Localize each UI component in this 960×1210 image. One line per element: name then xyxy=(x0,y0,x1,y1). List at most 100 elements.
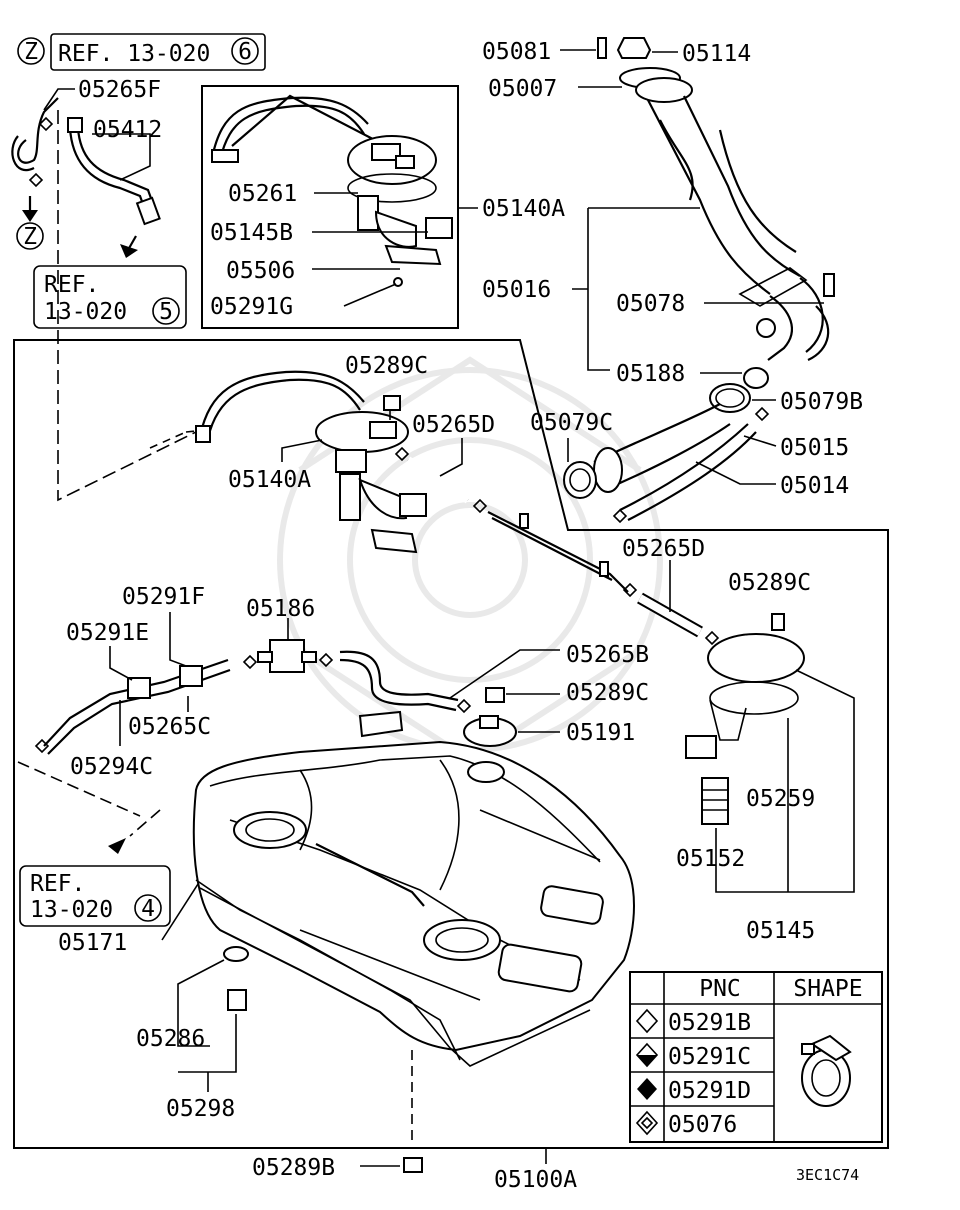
vapor-line-05265c xyxy=(34,654,258,755)
valve-05186 xyxy=(257,618,334,673)
nut-05289c-c xyxy=(485,687,560,703)
label-05016: 05016 xyxy=(482,277,551,303)
ref-5-callout: REF. 13-020 5 xyxy=(33,265,187,329)
filler-hose-05015 xyxy=(593,403,770,524)
legend-header-shape: SHAPE xyxy=(793,976,862,1002)
ref-z-top-callout: Z REF. 13-020 6 xyxy=(17,33,266,71)
label-05298: 05298 xyxy=(166,1096,235,1122)
filler-neck-brackets xyxy=(572,207,700,371)
label-05261: 05261 xyxy=(228,181,297,207)
pipe-clip-b xyxy=(599,561,609,577)
label-05286: 05286 xyxy=(136,1026,205,1052)
hose-05265d-a xyxy=(394,438,488,514)
label-05140a-top: 05140A xyxy=(482,196,565,222)
label-05145: 05145 xyxy=(746,918,815,944)
ref-4-num: 4 xyxy=(141,896,155,922)
pump-detail-frame xyxy=(201,85,459,329)
legend-pnc-1: 05291B xyxy=(668,1010,751,1036)
label-05078: 05078 xyxy=(616,291,685,317)
hose-05265d-b xyxy=(622,560,720,646)
filler-cap-05114 xyxy=(560,37,678,59)
fuel-tank-05100a xyxy=(192,710,635,1067)
ref-4-line1: REF. xyxy=(30,871,85,897)
legend-pnc-3: 05291D xyxy=(668,1078,751,1104)
ref-4-callout: REF. 13-020 4 xyxy=(19,865,171,927)
hatched-diamond-icon xyxy=(635,1110,659,1136)
label-05188: 05188 xyxy=(616,361,685,387)
ref-4-leader xyxy=(17,761,161,837)
label-05259: 05259 xyxy=(746,786,815,812)
ref-5-line1: REF. xyxy=(44,272,99,298)
label-05291e: 05291E xyxy=(66,620,149,646)
legend-pnc-2: 05291C xyxy=(668,1044,751,1070)
leader-05014 xyxy=(695,461,776,485)
bolt-05289b xyxy=(360,1157,423,1173)
half-filled-diamond-icon xyxy=(635,1042,659,1068)
label-05265d-a: 05265D xyxy=(412,412,495,438)
label-05265c: 05265C xyxy=(128,714,211,740)
drain-plug-parts xyxy=(177,946,249,1092)
leader-05291e xyxy=(109,646,133,681)
label-05100a: 05100A xyxy=(494,1167,577,1193)
ref-z-letter: Z xyxy=(24,39,38,65)
label-05265d-b: 05265D xyxy=(622,536,705,562)
label-05171: 05171 xyxy=(58,930,127,956)
leader-05291f xyxy=(169,612,187,667)
label-05265b: 05265B xyxy=(566,642,649,668)
label-05412: 05412 xyxy=(93,117,162,143)
label-05289c-b: 05289C xyxy=(728,570,811,596)
clamp-05079b xyxy=(709,383,776,413)
fuel-pipe-main-2 xyxy=(491,517,613,581)
label-05152: 05152 xyxy=(676,846,745,872)
main-diagram-frame xyxy=(13,339,889,1149)
label-05015: 05015 xyxy=(780,435,849,461)
ref-z-text: REF. 13-020 xyxy=(58,41,210,67)
clamp-05079c xyxy=(563,438,597,499)
leader-05171 xyxy=(161,883,199,941)
label-05007: 05007 xyxy=(488,76,557,102)
label-05289c-c: 05289C xyxy=(566,680,649,706)
diagram-code: 3EC1C74 xyxy=(796,1166,859,1184)
label-05265f: 05265F xyxy=(78,77,161,103)
pump-detail-leaders xyxy=(312,192,478,307)
filler-neck-05016 xyxy=(647,95,835,362)
label-05079b: 05079B xyxy=(780,389,863,415)
label-05081: 05081 xyxy=(482,39,551,65)
label-05140a: 05140A xyxy=(228,467,311,493)
ref-z-bottom-callout: Z xyxy=(16,222,44,250)
ref-z-arrow xyxy=(22,196,138,258)
label-05294c: 05294C xyxy=(70,754,153,780)
hose-clamp-shape-icon xyxy=(801,1034,852,1107)
filled-diamond-icon xyxy=(637,1078,657,1100)
leader-05140a xyxy=(281,439,323,462)
label-05191: 05191 xyxy=(566,720,635,746)
ref-z-bottom-letter: Z xyxy=(23,224,37,250)
pump-main-drawing xyxy=(149,370,427,554)
label-05114: 05114 xyxy=(682,41,751,67)
ref-leader-line xyxy=(57,110,201,502)
label-05186: 05186 xyxy=(246,596,315,622)
hose-05265b xyxy=(339,649,560,714)
hollow-diamond-icon xyxy=(635,1008,659,1034)
label-05289b: 05289B xyxy=(252,1155,335,1181)
valve-05191 xyxy=(463,715,560,747)
filler-gasket-05007 xyxy=(578,67,693,103)
label-05506: 05506 xyxy=(226,258,295,284)
legend-pnc-4: 05076 xyxy=(668,1112,737,1138)
label-05291f: 05291F xyxy=(122,584,205,610)
legend-header-pnc: PNC xyxy=(699,976,741,1002)
label-05289c-a: 05289C xyxy=(345,353,428,379)
ref-4-arrow xyxy=(108,838,126,854)
fuel-pipe-main xyxy=(487,511,629,593)
leader-05015 xyxy=(743,435,777,447)
label-05145b: 05145B xyxy=(210,220,293,246)
ref-z-num: 6 xyxy=(238,39,252,65)
ref-4-line2: 13-020 xyxy=(30,897,113,923)
label-05014: 05014 xyxy=(780,473,849,499)
sub-pump-05145 xyxy=(685,613,855,893)
hose-05265f-part: 05265F xyxy=(11,77,161,188)
ref-5-num: 5 xyxy=(159,299,173,325)
ref-5-line2: 13-020 xyxy=(44,299,127,325)
label-05291g: 05291G xyxy=(210,294,293,320)
